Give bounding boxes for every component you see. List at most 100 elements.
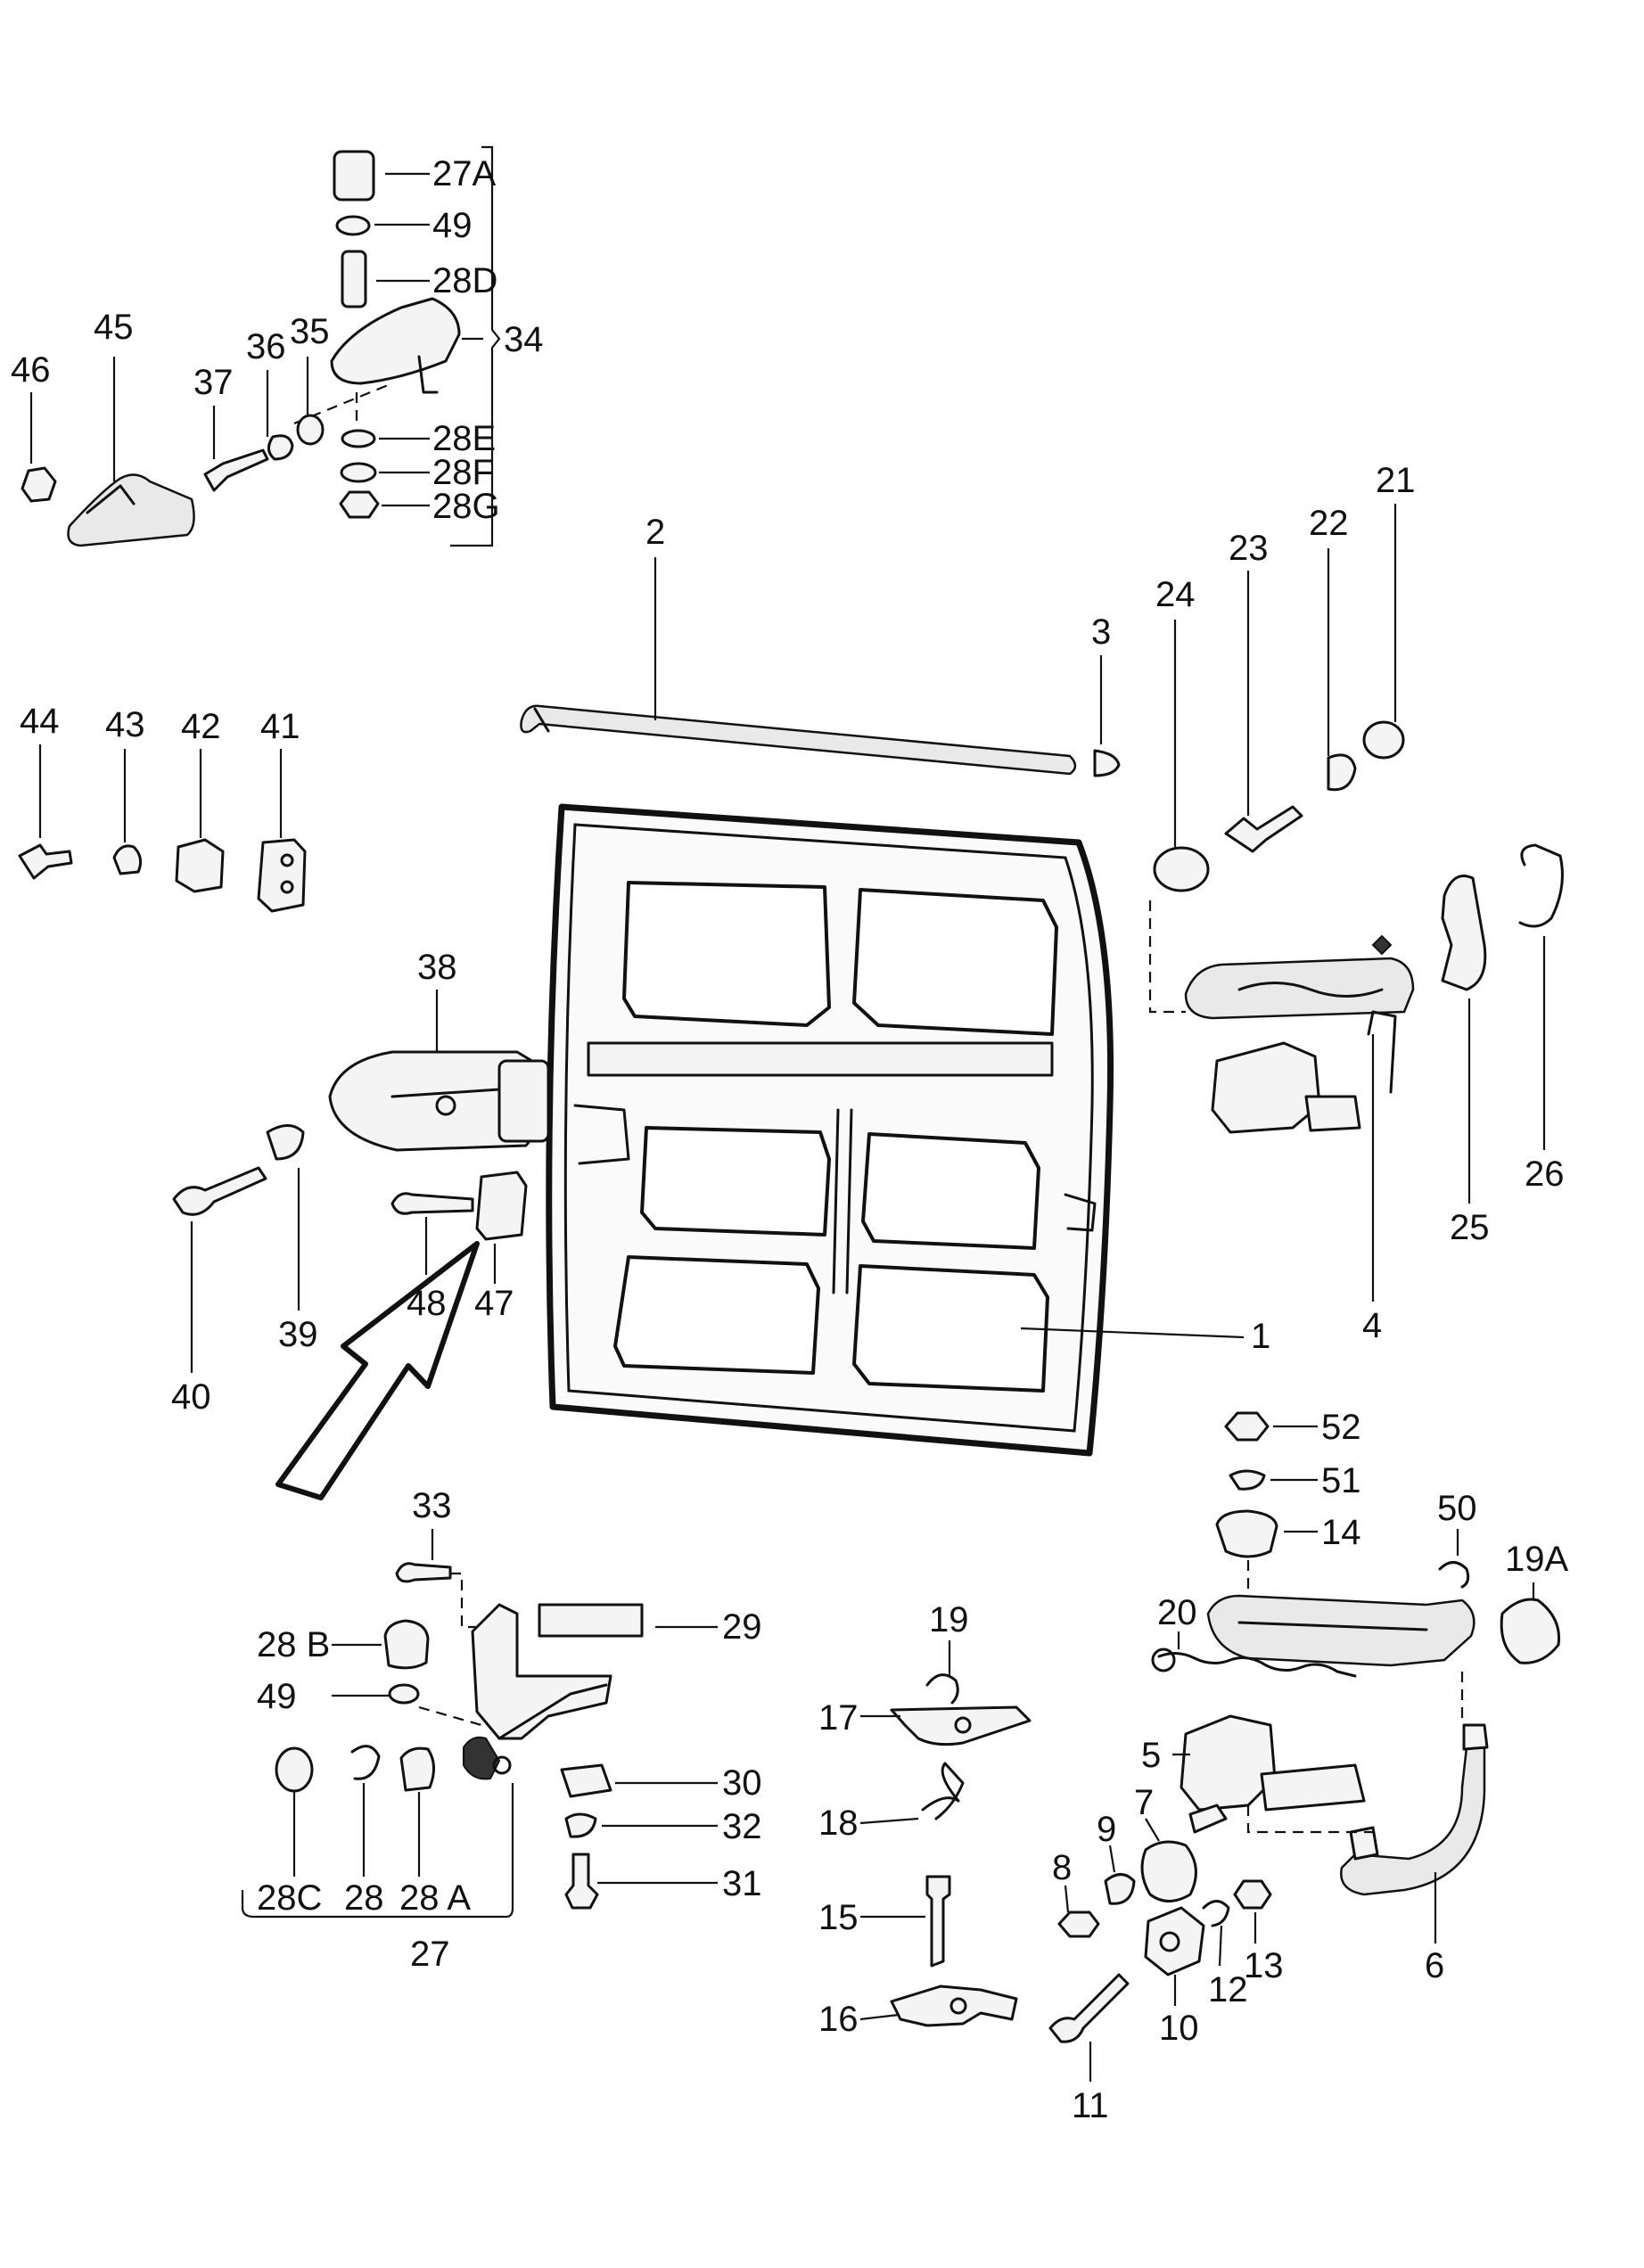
- label-33: 33: [412, 1486, 452, 1525]
- label-8: 8: [1052, 1848, 1072, 1887]
- screw-5b: [1188, 1804, 1228, 1834]
- label-38: 38: [417, 948, 457, 987]
- plate-29: [538, 1603, 644, 1638]
- spring-18: [921, 1762, 965, 1820]
- screw-33: [395, 1562, 452, 1583]
- lever-17: [890, 1705, 1032, 1746]
- lock-mechanism: [1211, 1041, 1321, 1134]
- direction-arrow: [275, 1241, 480, 1500]
- label-14: 14: [1321, 1513, 1361, 1552]
- label-26: 26: [1525, 1155, 1565, 1194]
- screw-11: [1048, 1973, 1130, 2043]
- door-panel: [546, 803, 1114, 1457]
- label-52: 52: [1321, 1408, 1361, 1447]
- label-9: 9: [1097, 1810, 1116, 1849]
- label-1: 1: [1251, 1317, 1270, 1356]
- door-crossbar: [587, 1041, 1054, 1077]
- washer-30: [560, 1763, 612, 1798]
- label-28f: 28F: [432, 453, 494, 492]
- lock-carrier: [1184, 957, 1415, 1020]
- roller-19a: [1500, 1598, 1561, 1664]
- circlip-9: [1104, 1873, 1136, 1905]
- label-16: 16: [818, 2000, 859, 2039]
- handle-25: [1441, 875, 1487, 991]
- label-11: 11: [1072, 2086, 1109, 2125]
- bolt-23: [1224, 805, 1303, 853]
- cap-46: [21, 466, 57, 503]
- plug-43: [112, 844, 143, 875]
- label-39: 39: [278, 1315, 318, 1354]
- grommet-7: [1140, 1840, 1197, 1902]
- label-51: 51: [1321, 1461, 1361, 1500]
- label-25: 25: [1450, 1208, 1490, 1247]
- label-28: 28: [344, 1878, 384, 1918]
- label-20: 20: [1157, 1593, 1197, 1632]
- bushing-28a: [399, 1746, 435, 1792]
- pin-28d: [341, 250, 367, 308]
- label-28d: 28D: [432, 261, 497, 300]
- clip-19: [925, 1673, 959, 1705]
- upper-rail-parts: [520, 504, 1405, 892]
- washer-35: [296, 414, 325, 446]
- label-28c: 28C: [257, 1878, 322, 1918]
- lock-body-5: [1180, 1714, 1277, 1812]
- label-15: 15: [818, 1898, 859, 1937]
- clip-12: [1202, 1900, 1230, 1927]
- screw-44: [18, 843, 73, 880]
- handle-6: [1340, 1746, 1486, 1896]
- circlip-22: [1327, 753, 1357, 792]
- label-49-upper: 49: [432, 206, 473, 245]
- label-42: 42: [181, 707, 221, 746]
- latch-parts: [859, 1640, 1032, 2027]
- carrier-plate: [1206, 1594, 1475, 1667]
- label-31: 31: [722, 1864, 762, 1903]
- label-27a: 27A: [432, 154, 496, 193]
- label-24: 24: [1155, 575, 1196, 614]
- label-12: 12: [1208, 1970, 1248, 2009]
- lockwasher-28f: [340, 462, 377, 483]
- label-34: 34: [504, 320, 544, 359]
- label-21: 21: [1376, 461, 1416, 500]
- block-47: [475, 1171, 528, 1241]
- washer-21: [1362, 720, 1405, 760]
- spring-28: [350, 1745, 381, 1780]
- label-28b: 28 B: [257, 1625, 330, 1664]
- label-4: 4: [1362, 1306, 1382, 1345]
- label-10: 10: [1159, 2009, 1199, 2048]
- label-40: 40: [171, 1377, 211, 1417]
- label-13: 13: [1244, 1946, 1284, 1985]
- nut-28g: [339, 490, 380, 519]
- latch-striker-assembly: [293, 145, 501, 547]
- lever-16: [890, 1984, 1018, 2027]
- washer-49b: [388, 1683, 420, 1705]
- label-27: 27: [410, 1935, 450, 1974]
- washer-28e: [341, 429, 376, 448]
- label-35: 35: [290, 312, 330, 351]
- nut-52: [1224, 1411, 1270, 1442]
- bracket-34: [330, 297, 461, 385]
- label-48: 48: [407, 1284, 447, 1323]
- washer-49: [335, 215, 371, 236]
- label-47: 47: [474, 1284, 514, 1323]
- cover-45: [67, 473, 195, 547]
- label-18: 18: [818, 1804, 859, 1843]
- screw-37: [203, 448, 269, 492]
- label-50: 50: [1437, 1489, 1477, 1528]
- label-19: 19: [929, 1600, 969, 1639]
- label-5: 5: [1141, 1736, 1161, 1775]
- pin-27: [463, 1736, 501, 1780]
- label-49-lower: 49: [257, 1677, 297, 1716]
- label-29: 29: [722, 1607, 762, 1647]
- label-41: 41: [260, 707, 300, 746]
- label-22: 22: [1309, 504, 1349, 543]
- screw-40: [172, 1166, 267, 1216]
- bracket-41: [257, 838, 307, 913]
- label-23: 23: [1229, 529, 1269, 568]
- lockwasher-36: [267, 434, 294, 461]
- guide-rail-2: [520, 704, 1077, 776]
- pin-15: [925, 1875, 951, 1968]
- label-37: 37: [193, 363, 234, 402]
- lock-linkage-assembly: [1048, 1411, 1561, 2082]
- block-10: [1144, 1906, 1205, 1976]
